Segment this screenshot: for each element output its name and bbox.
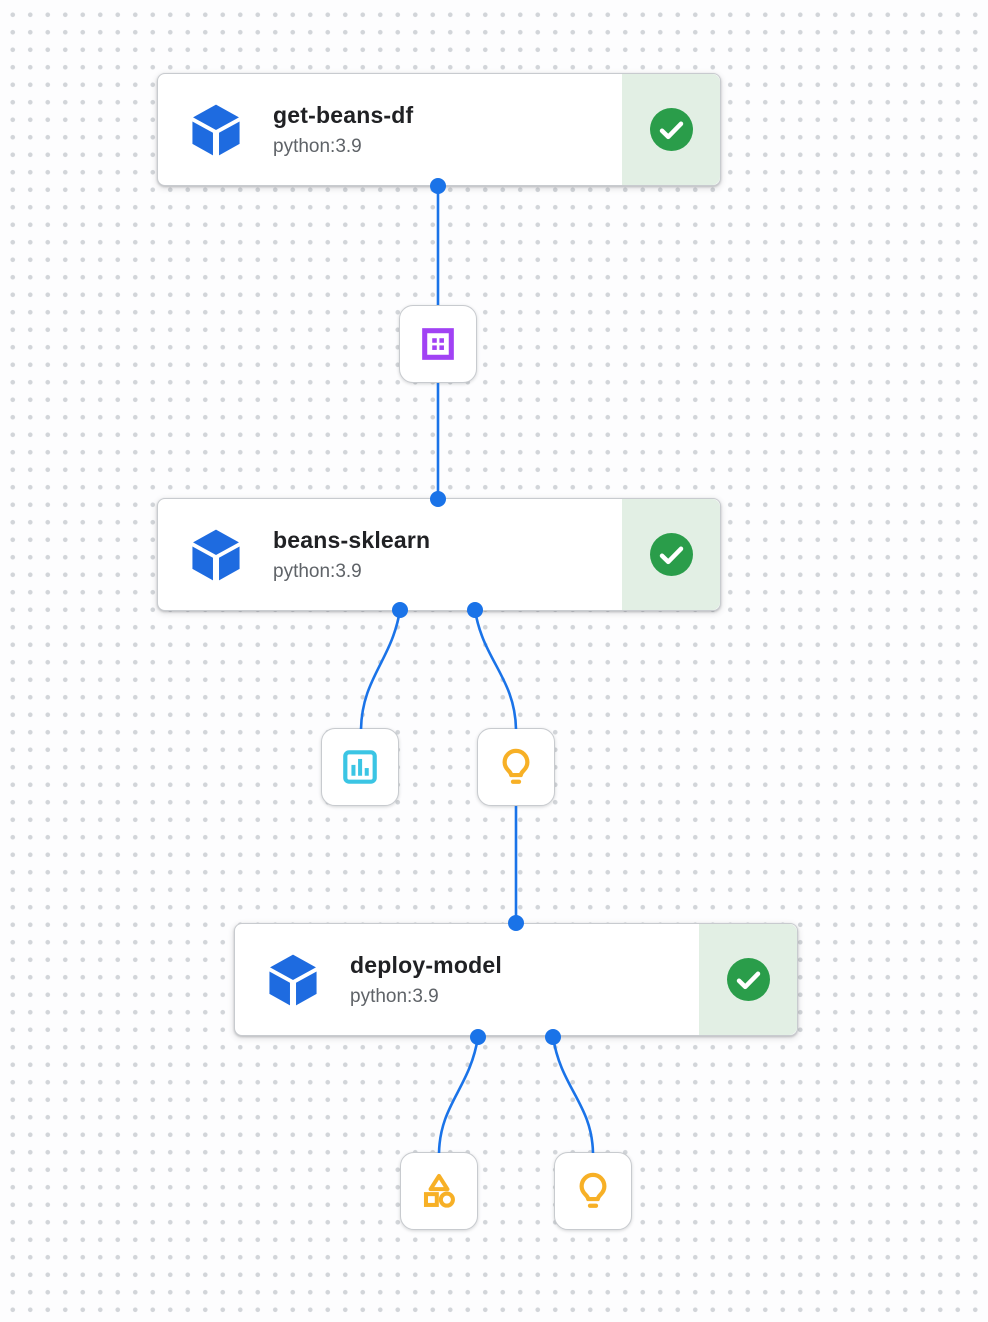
check-circle-icon (726, 958, 770, 1001)
status-section (622, 499, 720, 610)
edge (473, 609, 518, 730)
artifact-node-dataset[interactable] (399, 305, 477, 383)
node-title: deploy-model (350, 952, 502, 978)
status-section (622, 74, 720, 185)
artifact-node-shapes[interactable] (400, 1152, 478, 1230)
edge (437, 1036, 480, 1154)
artifact-node-model-1[interactable] (477, 728, 555, 806)
metrics-icon (343, 750, 377, 784)
cube-icon (187, 526, 245, 584)
edge (551, 1036, 595, 1154)
lightbulb-icon (502, 748, 530, 784)
artifact-node-metrics[interactable] (321, 728, 399, 806)
pipeline-node-deploy-model[interactable]: deploy-model python:3.9 (234, 923, 798, 1036)
node-subtitle: python:3.9 (273, 136, 362, 157)
lightbulb-icon (579, 1172, 607, 1208)
pipeline-node-get-beans-df[interactable]: get-beans-df python:3.9 (157, 73, 721, 186)
cube-icon (264, 951, 322, 1009)
node-subtitle: python:3.9 (273, 561, 362, 582)
check-circle-icon (649, 533, 693, 576)
dataset-icon (422, 328, 454, 360)
shapes-icon (423, 1173, 455, 1208)
artifact-node-model-2[interactable] (554, 1152, 632, 1230)
cube-icon (187, 101, 245, 159)
check-circle-icon (649, 108, 693, 151)
node-title: get-beans-df (273, 102, 414, 128)
edge (359, 609, 402, 730)
node-subtitle: python:3.9 (350, 986, 439, 1007)
node-title: beans-sklearn (273, 527, 431, 553)
pipeline-node-beans-sklearn[interactable]: beans-sklearn python:3.9 (157, 498, 721, 611)
status-section (699, 924, 797, 1035)
